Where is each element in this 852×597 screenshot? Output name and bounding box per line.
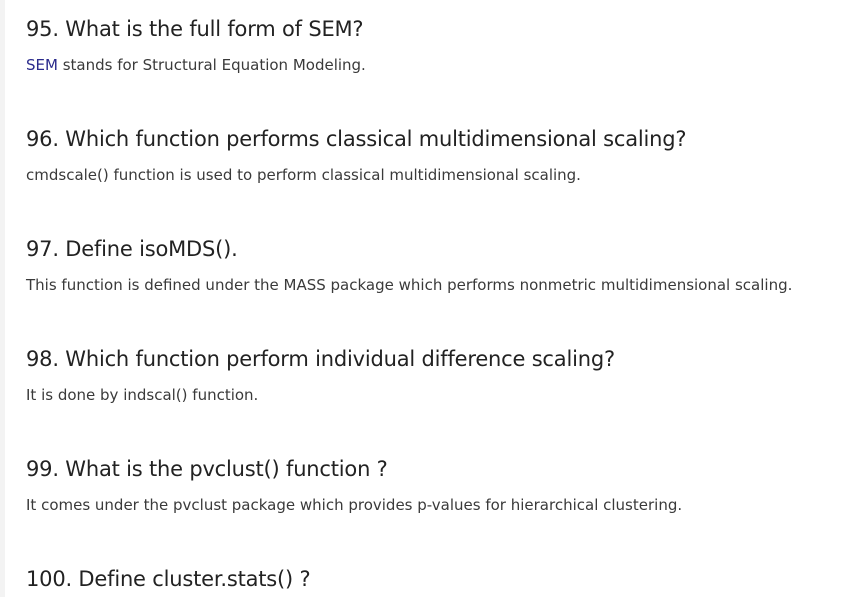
answer-text-rest: stands for Structural Equation Modeling. <box>57 56 366 74</box>
faq-item-100: 100. Define cluster.stats() ? <box>26 566 836 592</box>
answer-text: It is done by indscal() function. <box>26 386 259 404</box>
question-heading: 100. Define cluster.stats() ? <box>26 567 311 591</box>
answer-text: cmdscale() function is used to perform c… <box>26 166 581 184</box>
answer-text: It comes under the pvclust package which… <box>26 496 683 514</box>
sem-link[interactable]: SEM <box>26 56 58 74</box>
question-heading: 97. Define isoMDS(). <box>26 237 238 261</box>
faq-item-99: 99. What is the pvclust() function ? It … <box>26 456 836 514</box>
faq-item-97: 97. Define isoMDS(). This function is de… <box>26 236 836 294</box>
faq-item-98: 98. Which function perform individual di… <box>26 346 836 404</box>
question-heading: 96. Which function performs classical mu… <box>26 127 687 151</box>
faq-item-96: 96. Which function performs classical mu… <box>26 126 836 184</box>
question-heading: 99. What is the pvclust() function ? <box>26 457 388 481</box>
answer-text: This function is defined under the MASS … <box>26 276 793 294</box>
left-border <box>0 0 5 597</box>
question-heading: 98. Which function perform individual di… <box>26 347 615 371</box>
answer-text: SEM stands for Structural Equation Model… <box>26 55 366 75</box>
faq-item-95: 95. What is the full form of SEM? SEM st… <box>26 16 836 74</box>
question-heading: 95. What is the full form of SEM? <box>26 17 364 41</box>
